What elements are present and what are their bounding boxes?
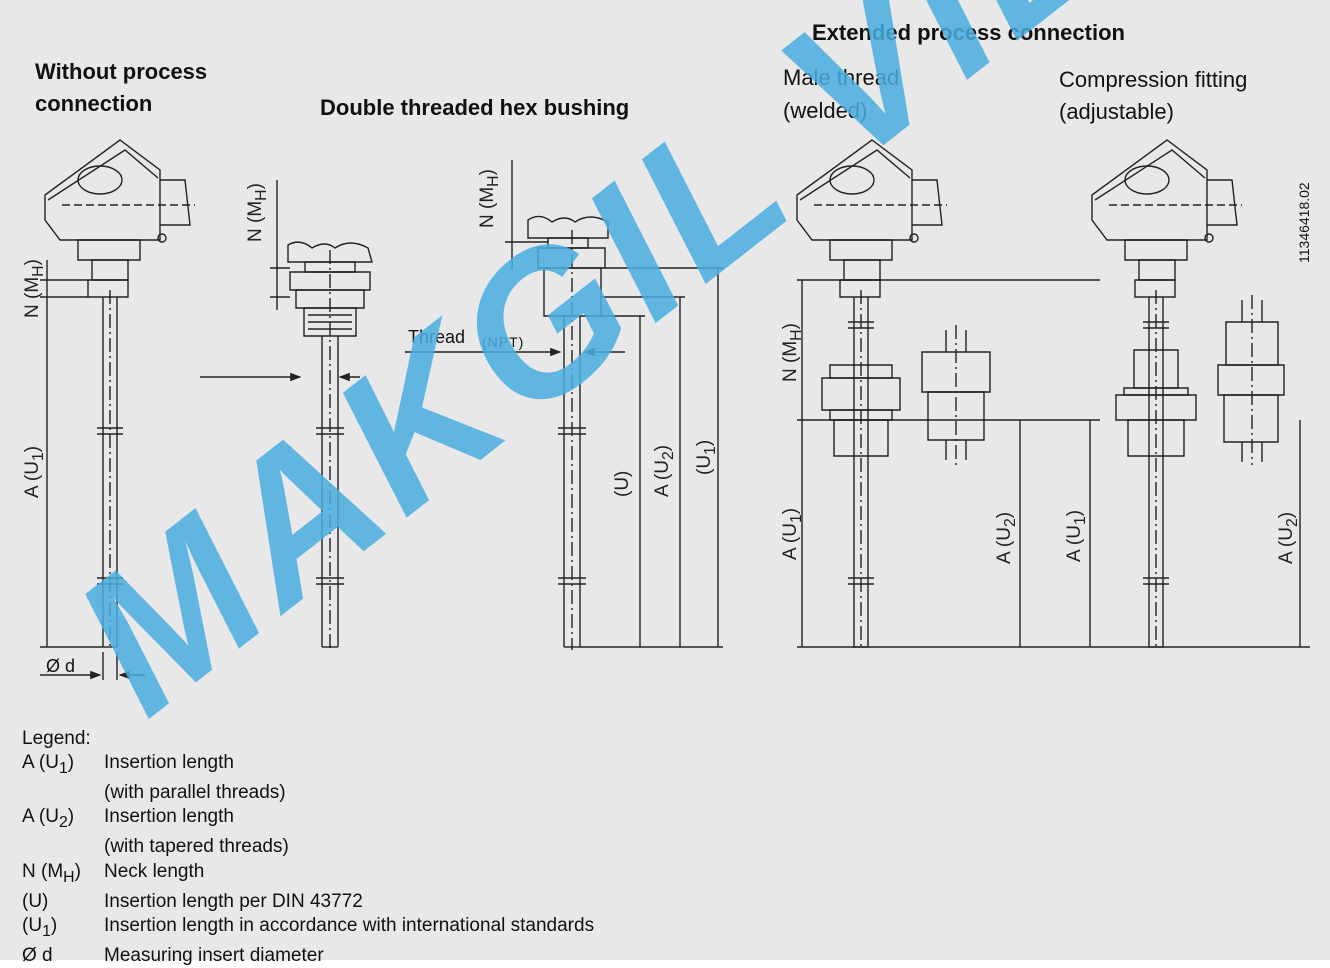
npt-label: (NPT)	[482, 334, 525, 350]
document-number: 11346418.02	[1296, 182, 1312, 263]
title-without-1: Without process	[35, 59, 208, 84]
legend-row: (U)Insertion length per DIN 43772	[22, 890, 363, 912]
male-thread-detail-4	[921, 325, 991, 465]
dim-u-3: (U)	[612, 470, 633, 497]
legend-row: A (U2)Insertion length	[22, 806, 234, 832]
compression-detail-5	[1217, 295, 1285, 465]
dim-neck-2: N (MH)	[245, 183, 270, 242]
dim-a-u1-5: A (U1)	[1064, 509, 1089, 562]
legend-row-cont: (with tapered threads)	[104, 836, 289, 858]
title-bushing: Double threaded hex bushing	[320, 95, 630, 120]
thermometer-head-1	[44, 139, 195, 298]
stem-4	[848, 290, 874, 650]
compression-fitting-5	[1115, 349, 1197, 457]
dim-neck-4: N (MH)	[780, 323, 805, 382]
dim-a-u2-5: A (U2)	[1276, 511, 1301, 564]
legend: Legend: A (U1)Insertion length (with par…	[22, 727, 594, 968]
dim-neck-1: N (MH)	[22, 259, 47, 318]
title-male-1: Male thread	[783, 65, 900, 90]
title-male-2: (welded)	[783, 98, 868, 123]
dim-u1-3: (U1)	[694, 439, 719, 475]
dim-a-u1-4: A (U1)	[780, 507, 805, 560]
diameter-label: Ø d	[46, 656, 76, 676]
thermometer-head-4	[796, 139, 947, 298]
stem-5	[1143, 290, 1169, 650]
stem-1	[97, 290, 123, 650]
thread-label: Thread	[408, 327, 466, 347]
dim-neck-3: N (MH)	[477, 169, 502, 228]
stem-3	[558, 230, 586, 650]
title-extended: Extended process connection	[812, 20, 1125, 45]
dim-a-u1-1: A (U1)	[22, 445, 47, 498]
stem-2	[316, 250, 344, 650]
title-compression-1: Compression fitting	[1059, 67, 1248, 92]
title-compression-2: (adjustable)	[1059, 99, 1174, 124]
dim-a-u2-4: A (U2)	[994, 511, 1019, 564]
title-without-2: connection	[35, 91, 153, 116]
dim-a-u2-3: A (U2)	[652, 444, 677, 497]
legend-row: N (MH)Neck length	[22, 860, 205, 886]
bushing-assembly-3	[527, 215, 609, 317]
thermometer-head-5	[1091, 139, 1242, 298]
legend-row: (U1)Insertion length in accordance with …	[22, 914, 595, 940]
legend-row: A (U1)Insertion length	[22, 752, 234, 777]
legend-row-cont: (with parallel threads)	[104, 782, 286, 804]
legend-title: Legend:	[22, 728, 91, 749]
